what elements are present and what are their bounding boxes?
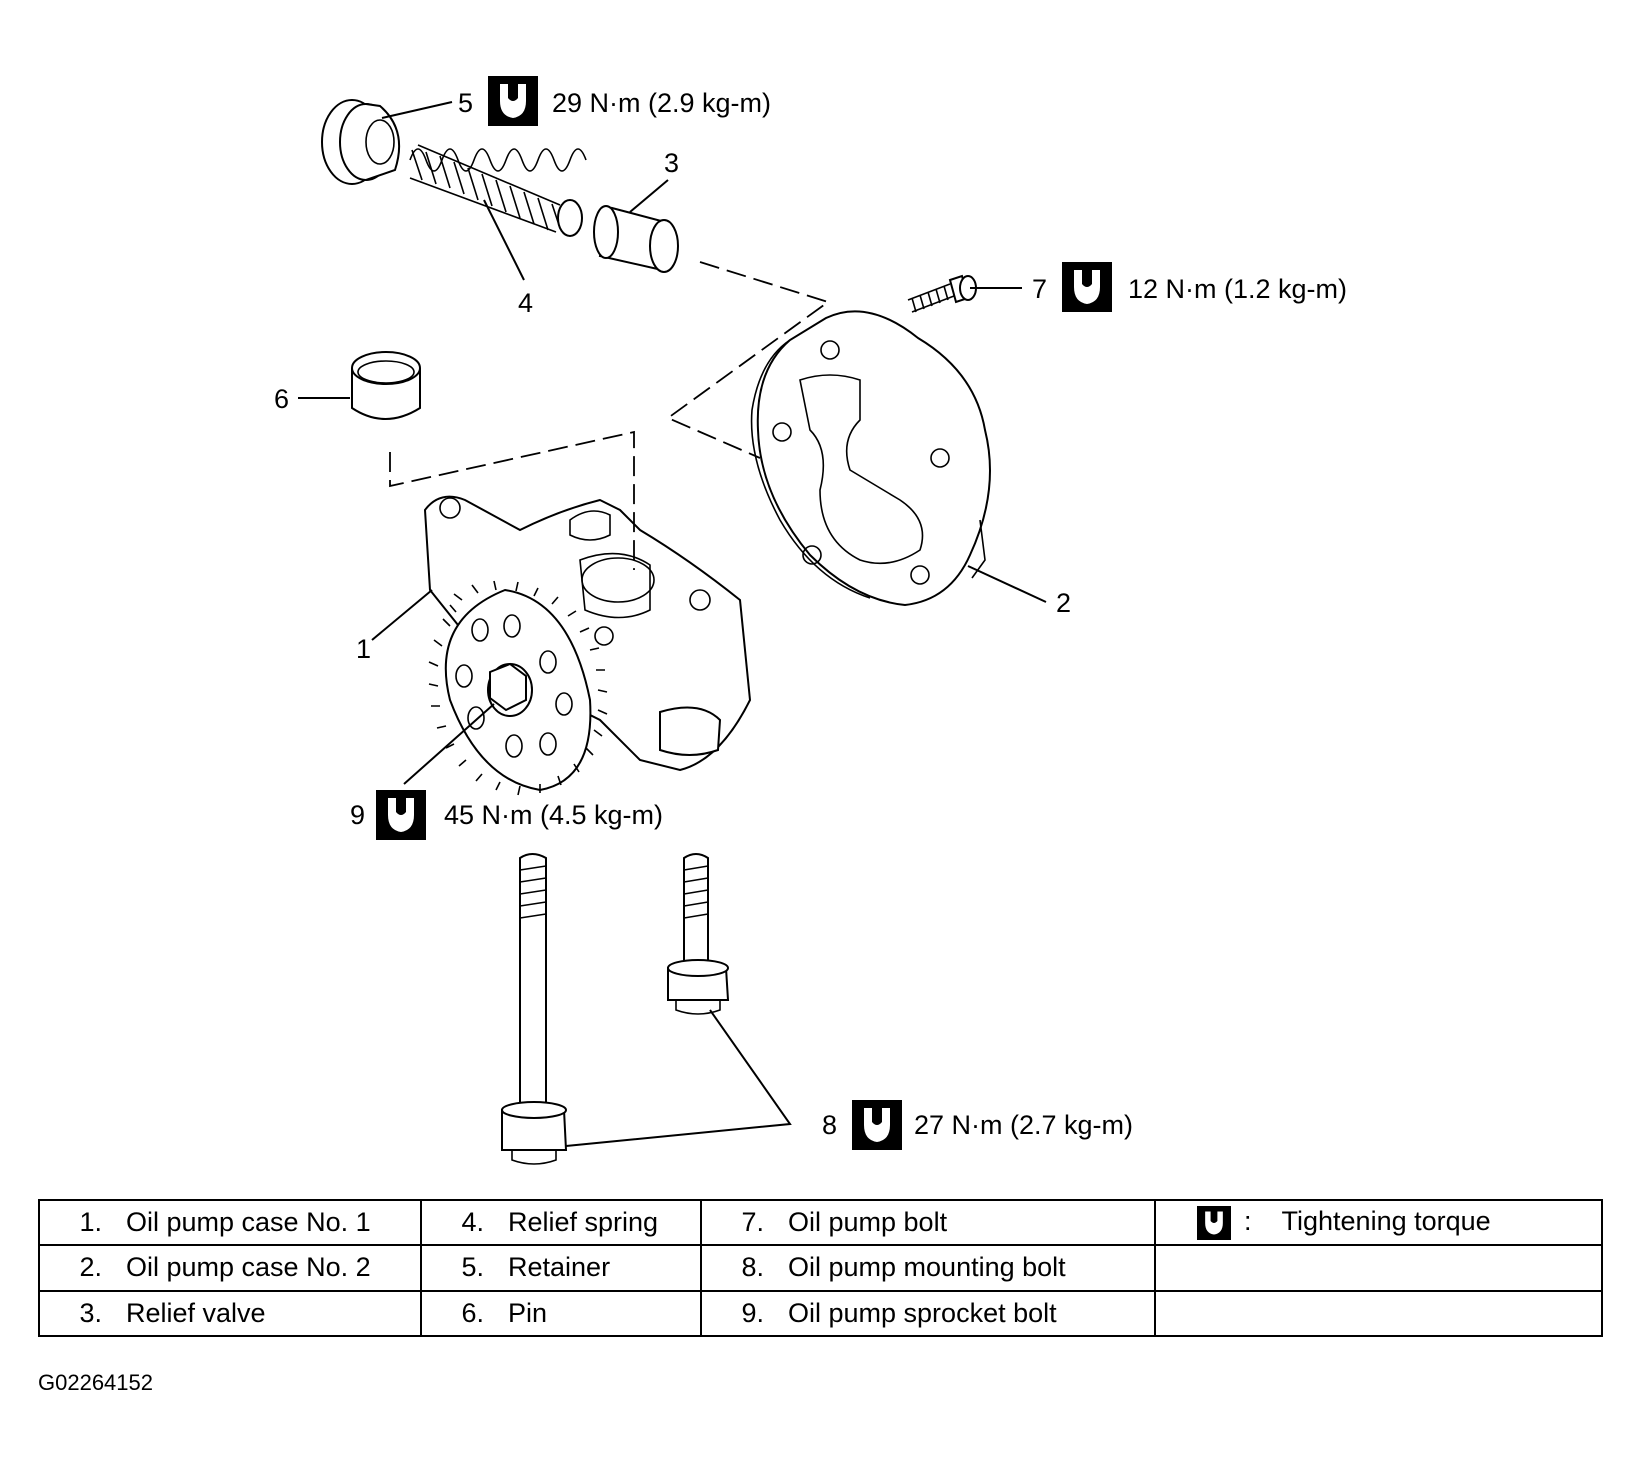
torque-value-5: 29 N·m (2.9 kg-m) (552, 88, 771, 118)
torque-wrench-icon (1062, 262, 1112, 312)
legend-key-separator: : (1244, 1205, 1252, 1236)
torque-value-7: 12 N·m (1.2 kg-m) (1128, 274, 1347, 304)
leader-3 (629, 179, 669, 213)
leader-8 (565, 1009, 792, 1147)
leader-5 (381, 101, 453, 119)
leader-9 (403, 703, 495, 785)
legend-cell: 3.Relief valve (38, 1289, 422, 1338)
torque-wrench-icon (852, 1100, 902, 1150)
assembly-line-pin (389, 430, 635, 570)
callout-1: 1 (356, 634, 371, 664)
table-row: 2.Oil pump case No. 2 5.Retainer 8.Oil p… (38, 1244, 1603, 1292)
legend-cell: 9.Oil pump sprocket bolt (700, 1289, 1156, 1338)
torque-wrench-icon (488, 76, 538, 126)
legend-cell: 8.Oil pump mounting bolt (700, 1244, 1156, 1292)
oil-pump-sprocket-bolt-part (487, 662, 533, 717)
oil-pump-case-no1-part (423, 495, 752, 796)
exploded-view-diagram: 5 3 4 6 7 2 1 9 8 29 N·m (2.9 kg-m) 12 N… (274, 76, 1347, 1165)
oil-pump-bolt-part (907, 274, 977, 313)
callout-8: 8 (822, 1110, 837, 1140)
callout-5: 5 (458, 88, 473, 118)
torque-wrench-icon (376, 790, 426, 840)
torque-value-9: 45 N·m (4.5 kg-m) (444, 800, 663, 830)
retainer-part (321, 99, 401, 185)
leader-1 (371, 589, 433, 641)
assembly-line-valve (666, 261, 830, 459)
legend-empty-cell (1154, 1244, 1603, 1292)
callout-9: 9 (350, 800, 365, 830)
figure-id: G02264152 (38, 1370, 153, 1395)
oil-pump-mounting-bolt-long-part (501, 853, 568, 1165)
legend-cell: 2.Oil pump case No. 2 (38, 1244, 422, 1292)
pin-part (351, 351, 421, 420)
leader-2 (967, 565, 1047, 603)
oil-pump-mounting-bolt-short-part (667, 853, 730, 1015)
legend-key-cell: : Tightening torque (1154, 1198, 1603, 1247)
callout-2: 2 (1056, 588, 1071, 618)
callout-7: 7 (1032, 274, 1047, 304)
legend-cell: 7.Oil pump bolt (700, 1198, 1156, 1247)
relief-valve-part (593, 205, 679, 273)
legend-cell: 4.Relief spring (420, 1198, 702, 1247)
oil-pump-case-no2-part (750, 310, 991, 607)
parts-legend-table: 1.Oil pump case No. 1 4.Relief spring 7.… (38, 1198, 1603, 1338)
relief-spring-part (409, 144, 587, 237)
legend-cell: 6.Pin (420, 1289, 702, 1338)
table-row: 3.Relief valve 6.Pin 9.Oil pump sprocket… (38, 1289, 1603, 1338)
legend-cell: 1.Oil pump case No. 1 (38, 1198, 422, 1247)
legend-key-label: Tightening torque (1281, 1205, 1491, 1236)
callout-6: 6 (274, 384, 289, 414)
legend-empty-cell (1154, 1289, 1603, 1338)
torque-wrench-icon (1197, 1205, 1231, 1240)
torque-value-8: 27 N·m (2.7 kg-m) (914, 1110, 1133, 1140)
table-row: 1.Oil pump case No. 1 4.Relief spring 7.… (38, 1198, 1603, 1247)
legend-cell: 5.Retainer (420, 1244, 702, 1292)
callout-3: 3 (664, 148, 679, 178)
leader-4 (483, 199, 525, 281)
callout-4: 4 (518, 288, 533, 318)
